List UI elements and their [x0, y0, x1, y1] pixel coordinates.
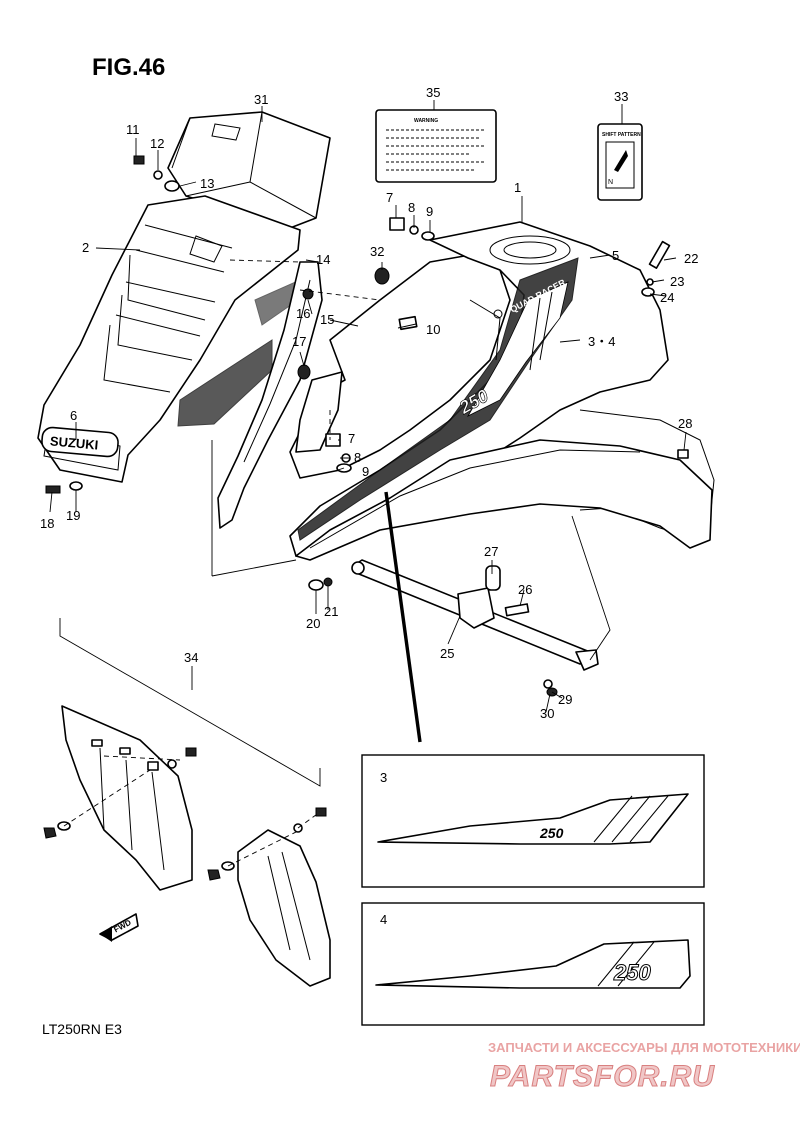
callout-31: 31	[254, 92, 268, 107]
decal-4-text: 250	[613, 960, 651, 985]
callout-25: 25	[440, 646, 454, 661]
callout-16: 16	[296, 306, 310, 321]
shift-label-heading: SHIFT PATTERN	[602, 132, 641, 138]
callout-7-lower: 7	[348, 431, 355, 446]
callout-7-top: 7	[386, 190, 393, 205]
callout-14: 14	[316, 252, 330, 267]
part-25-stay-rod	[351, 559, 599, 671]
callout-3-4: 3・4	[588, 334, 615, 349]
callout-35: 35	[426, 85, 440, 100]
callout-11: 11	[126, 122, 140, 137]
detail-box-4: 4 250	[361, 902, 705, 1026]
decal-3-text: 250	[539, 825, 564, 841]
callout-10: 10	[426, 322, 440, 337]
figure-title: FIG.46	[92, 54, 165, 81]
watermark: ЗАПЧАСТИ И АКСЕССУАРЫ ДЛЯ МОТОТЕХНИКИ PA…	[488, 1040, 800, 1094]
callout-21: 21	[324, 604, 338, 619]
part-6-emblem: SUZUKI	[41, 426, 119, 458]
callout-9-lower: 9	[362, 464, 369, 479]
callout-1: 1	[514, 180, 521, 195]
callout-6: 6	[70, 408, 77, 423]
detail-box-3-number: 3	[380, 770, 387, 785]
callout-18: 18	[40, 516, 54, 531]
callout-30: 30	[540, 706, 554, 721]
callout-29: 29	[558, 692, 572, 707]
detail-box-4-number: 4	[380, 912, 387, 927]
callout-23: 23	[670, 274, 684, 289]
watermark-logo: PARTSFOR.RU	[490, 1060, 715, 1093]
callout-33: 33	[614, 89, 628, 104]
model-code: LT250RN E3	[42, 1021, 122, 1037]
callout-17: 17	[292, 334, 306, 349]
callout-15: 15	[320, 312, 334, 327]
callout-2: 2	[82, 240, 89, 255]
callout-8-lower: 8	[354, 450, 361, 465]
part-1-tank-shroud: QUAD RACER 250	[289, 221, 715, 561]
callout-22: 22	[684, 251, 698, 266]
callout-32: 32	[370, 244, 384, 259]
part-2-front-fender	[37, 195, 301, 483]
callout-24: 24	[660, 290, 674, 305]
shift-label-neutral: N	[608, 179, 613, 186]
part-35-warning-label: WARNING	[375, 109, 497, 183]
callout-28: 28	[678, 416, 692, 431]
watermark-top-text: ЗАПЧАСТИ И АКСЕССУАРЫ ДЛЯ МОТОТЕХНИКИ	[488, 1040, 800, 1055]
callout-5: 5	[612, 248, 619, 263]
callout-27: 27	[484, 544, 498, 559]
part-33-shift-label: SHIFT PATTERN N	[597, 123, 643, 201]
part-10-inner-panel	[289, 254, 511, 479]
callout-9-top: 9	[426, 204, 433, 219]
detail-box-3: 3 250	[361, 754, 705, 888]
callout-8-top: 8	[408, 200, 415, 215]
part-34-mud-flaps	[43, 705, 331, 987]
fwd-arrow: FWD	[99, 913, 139, 942]
emblem-text: SUZUKI	[49, 433, 99, 452]
warning-label-heading: WARNING	[414, 118, 438, 124]
callout-19: 19	[66, 508, 80, 523]
callout-26: 26	[518, 582, 532, 597]
callout-12: 12	[150, 136, 164, 151]
callout-20: 20	[306, 616, 320, 631]
callout-labels: 1 2 3・4 5 6 7 7 8 8 9 9 10 11 12 13 14 1…	[40, 85, 698, 721]
part-14-side-bracket	[217, 261, 323, 529]
leader-lines	[49, 100, 687, 867]
callout-34: 34	[184, 650, 198, 665]
callout-13: 13	[200, 176, 214, 191]
